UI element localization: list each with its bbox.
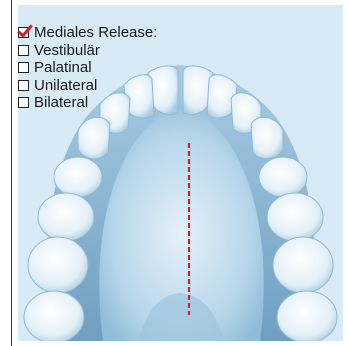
option-label: Vestibulär	[34, 42, 100, 60]
option-label: Unilateral	[34, 77, 97, 95]
checkbox-checked-icon[interactable]	[18, 27, 29, 38]
checkbox-icon[interactable]	[18, 45, 29, 56]
option-palatinal[interactable]: Palatinal	[18, 59, 157, 77]
checkbox-icon[interactable]	[18, 62, 29, 73]
option-medial-release[interactable]: Mediales Release:	[18, 24, 157, 42]
option-vestibular[interactable]: Vestibulär	[18, 42, 157, 60]
option-label: Bilateral	[34, 94, 88, 112]
checkbox-icon[interactable]	[18, 97, 29, 108]
option-bilateral[interactable]: Bilateral	[18, 94, 157, 112]
checkbox-icon[interactable]	[18, 80, 29, 91]
option-unilateral[interactable]: Unilateral	[18, 77, 157, 95]
left-border-line	[11, 0, 12, 346]
option-label: Mediales Release:	[34, 24, 157, 42]
option-label: Palatinal	[34, 59, 92, 77]
release-options: Mediales Release: Vestibulär Palatinal U…	[18, 24, 157, 112]
